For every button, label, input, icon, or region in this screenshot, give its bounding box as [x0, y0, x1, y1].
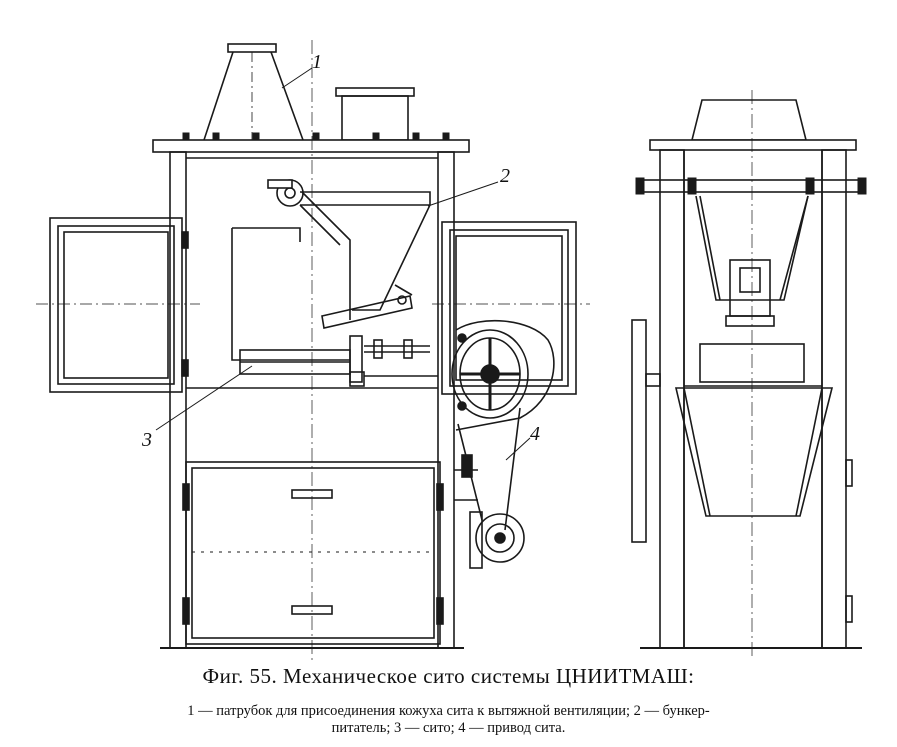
left-door	[36, 217, 200, 393]
outlet-duct	[335, 87, 415, 141]
sieve-drive	[451, 319, 555, 569]
callout-2: 2	[500, 165, 510, 187]
top-bolts	[182, 132, 450, 141]
figure-caption-title: Фиг. 55. Механическое сито системы ЦНИИТ…	[202, 664, 695, 688]
callout-1: 1	[312, 51, 322, 73]
callout-4: 4	[530, 423, 540, 445]
technical-drawing: 1 2 3 4	[36, 40, 867, 660]
top-plate	[152, 139, 470, 153]
front-view	[36, 40, 590, 660]
hopper-feeder	[267, 179, 431, 329]
sieve	[231, 227, 438, 387]
legend-line-1: 1 — патрубок для присоединения кожуха си…	[187, 703, 710, 719]
figure-caption-legend: 1 — патрубок для присоединения кожуха си…	[40, 703, 857, 737]
callout-3: 3	[141, 429, 152, 451]
right-door	[432, 221, 590, 395]
side-view	[631, 90, 867, 660]
legend-line-2: питатель; 3 — сито; 4 — привод сита.	[331, 720, 566, 736]
exhaust-nozzle	[203, 43, 304, 141]
lower-panel	[182, 461, 444, 645]
